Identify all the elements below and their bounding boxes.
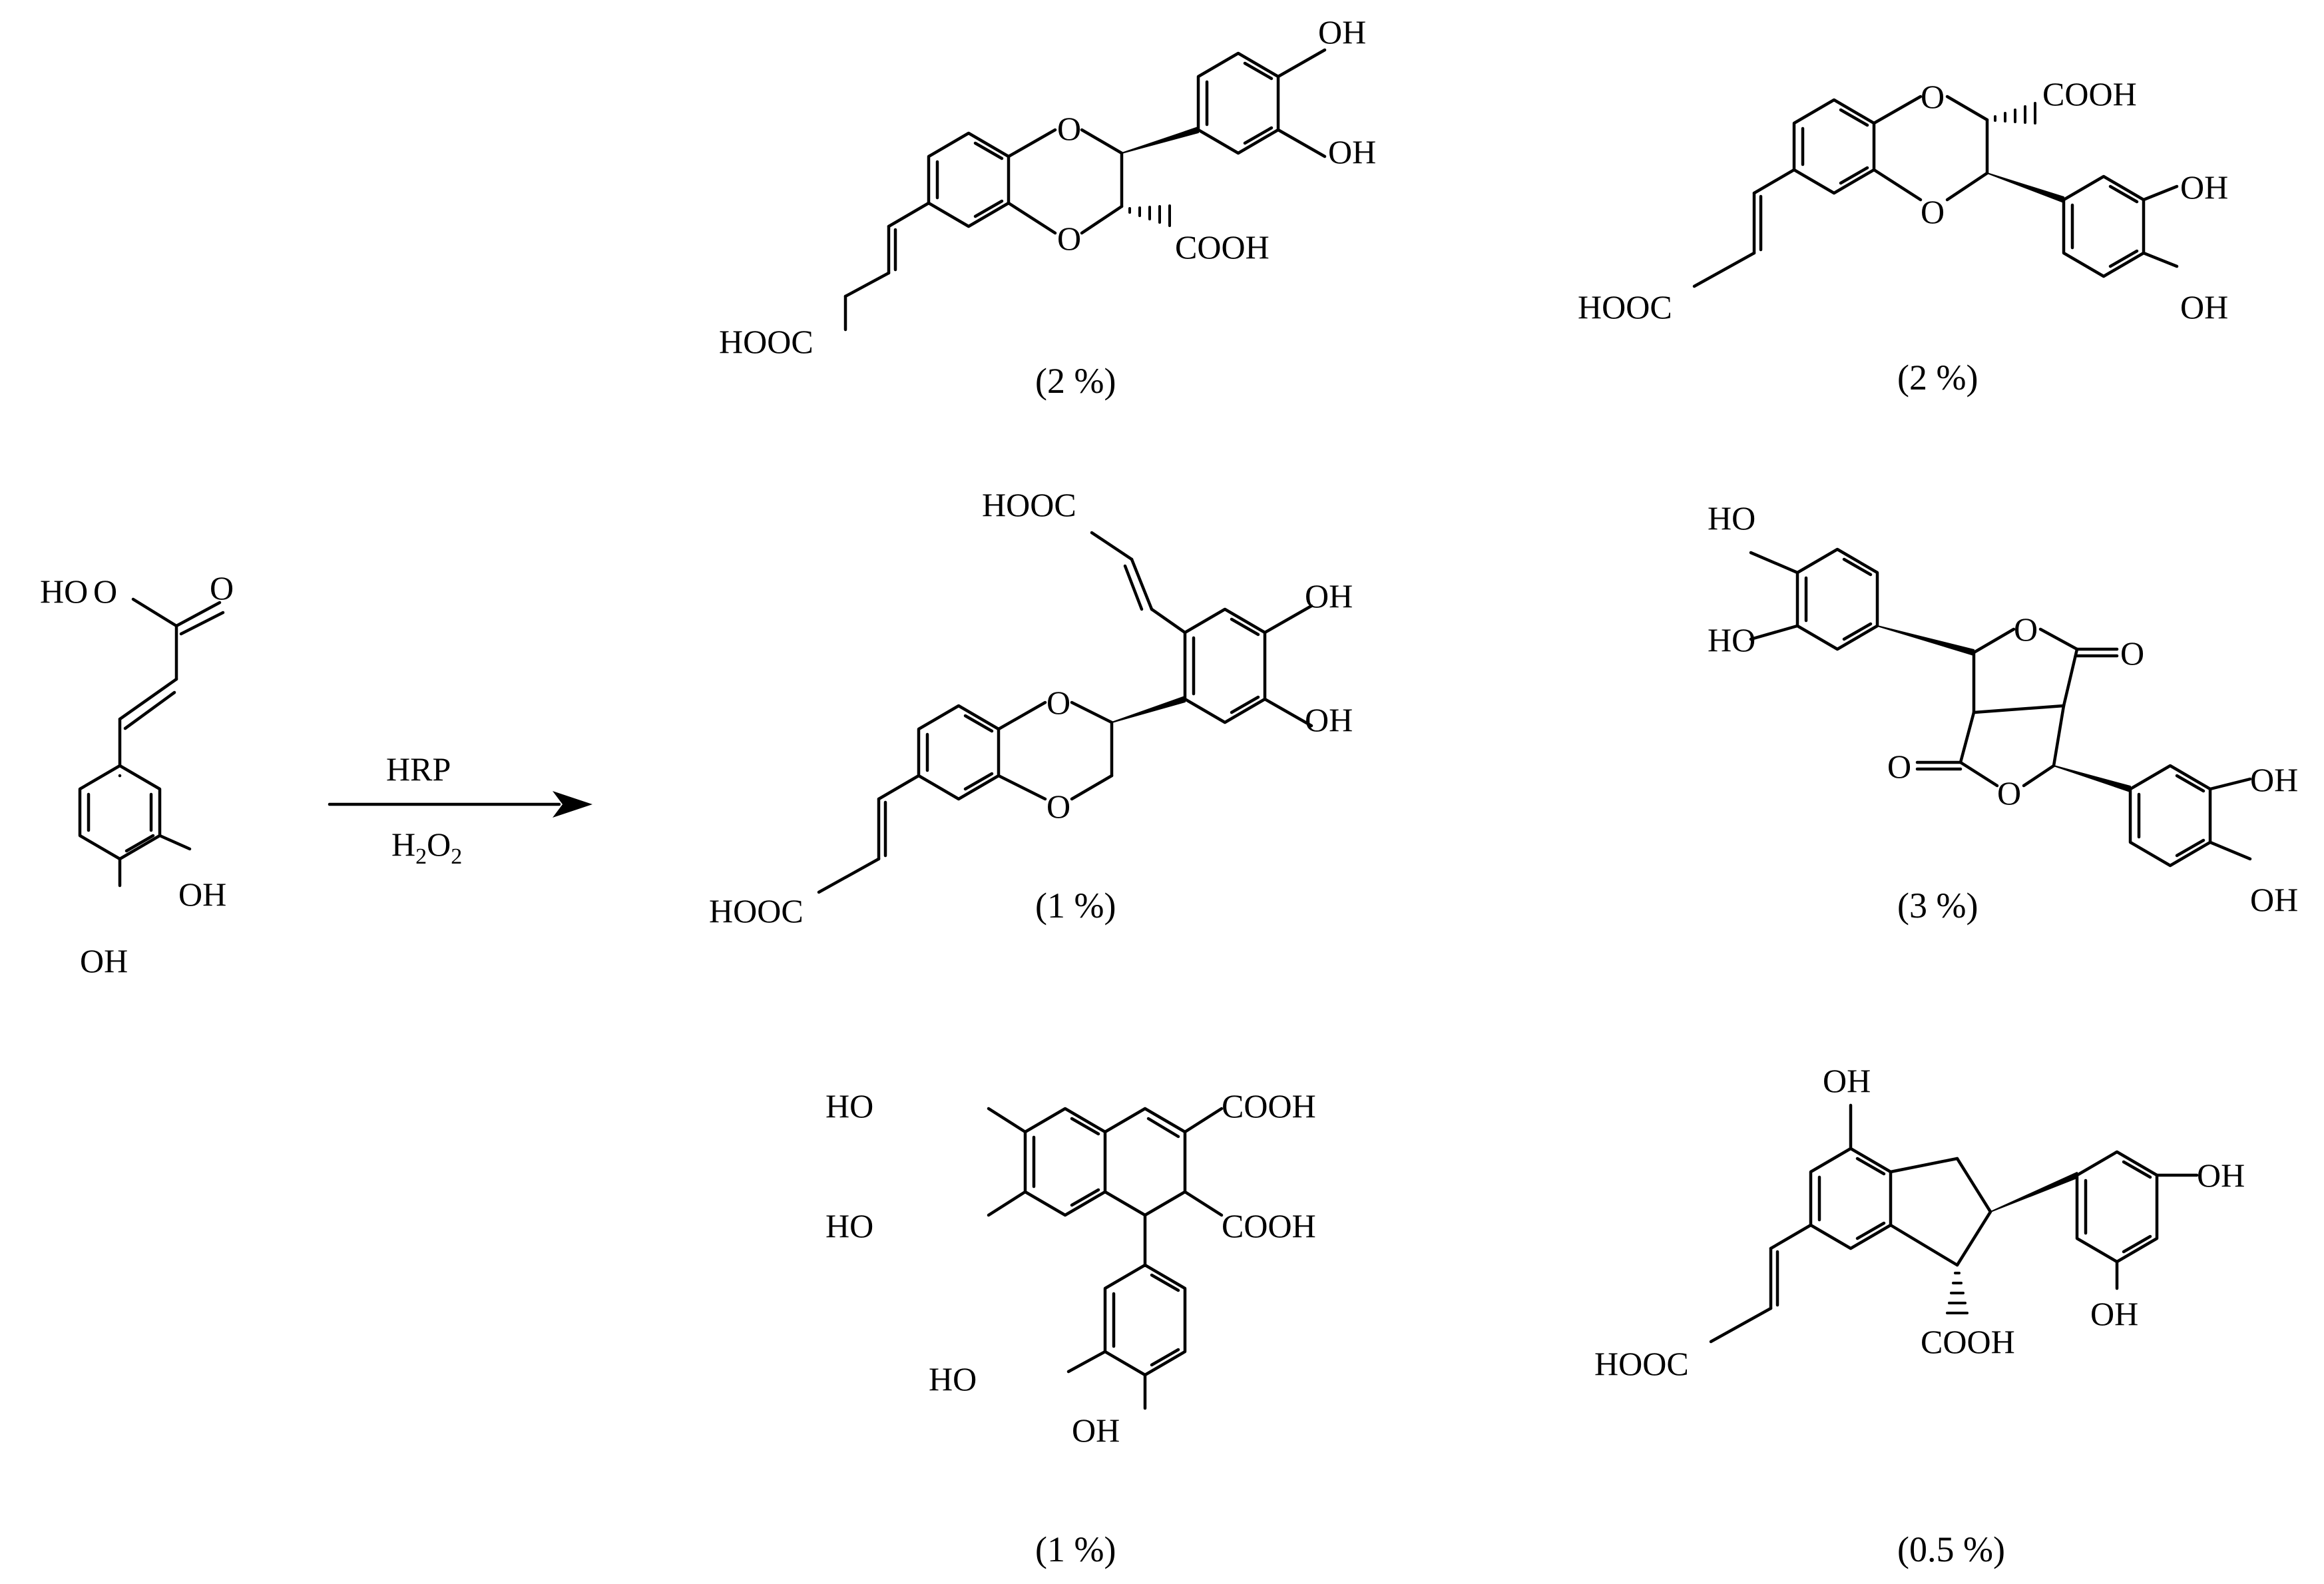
p2-hooc: HOOC [1578, 288, 1672, 326]
p3-yield: (1 %) [1035, 886, 1116, 925]
product-2: O O COOH HOOC OH OH (2 %) [1578, 75, 2228, 397]
sm-ho-label: HO [40, 573, 88, 610]
reagent-sub-1: 2 [415, 844, 427, 869]
reagent-o: O [427, 826, 451, 863]
p4-lactone-o-1: O [2014, 611, 2038, 648]
reagent-h: H [391, 826, 415, 863]
p4-ho-2: HO [1708, 621, 1755, 659]
p3-ring-o-top: O [1046, 684, 1070, 721]
p2-ring-o-bottom: O [1921, 193, 1945, 230]
p1-oh-1: OH [1318, 13, 1366, 51]
p4-ho-1: HO [1708, 499, 1755, 537]
sm-oh-label-para: OH [80, 942, 128, 979]
p3-ring-o-bottom: O [1046, 788, 1070, 825]
p5-cooh-2: COOH [1222, 1207, 1316, 1244]
p5-yield: (1 %) [1035, 1529, 1116, 1569]
p4-oh-2: OH [2250, 881, 2298, 918]
sm-carbonyl-o-label: O [210, 569, 234, 607]
p4-carbonyl-o-1: O [2120, 635, 2144, 672]
sm-o-label-acid: O [93, 573, 117, 610]
p2-ring-o-top: O [1921, 78, 1945, 115]
reaction-arrow: HRP H2O2 [328, 750, 592, 869]
p2-cooh: COOH [2042, 75, 2137, 113]
p4-lactone-o-2: O [1997, 774, 2021, 812]
reagent-sub-2: 2 [451, 844, 462, 869]
p6-cooh: COOH [1921, 1323, 2015, 1360]
p6-yield: (0.5 %) [1897, 1529, 2005, 1569]
p1-hooc: HOOC [719, 323, 813, 360]
reagent-hrp: HRP [386, 750, 451, 788]
p1-ring-o-bottom: O [1057, 220, 1081, 257]
sm-oh-label-meta: OH [178, 876, 226, 913]
product-6: OH COOH HOOC OH OH (0.5 %) [1594, 1062, 2245, 1569]
p6-oh-2: OH [2090, 1295, 2138, 1332]
product-1: O O COOH HOOC OH OH (2 %) [719, 13, 1376, 401]
sm-ring [78, 597, 225, 888]
p1-cooh: COOH [1175, 228, 1270, 266]
p2-oh-2: OH [2180, 288, 2228, 326]
p2-oh-1: OH [2180, 168, 2228, 206]
p4-yield: (3 %) [1897, 886, 1978, 925]
p3-oh-1: OH [1305, 577, 1353, 615]
p3-hooc-bottom: HOOC [709, 892, 804, 929]
p3-hooc-top: HOOC [982, 486, 1076, 523]
p4-oh-1: OH [2250, 761, 2298, 798]
p1-yield: (2 %) [1035, 361, 1116, 401]
reagent-h2o2: H2O2 [391, 826, 462, 869]
p5-ho-1: HO [825, 1087, 873, 1125]
p3-oh-2: OH [1305, 701, 1353, 738]
caffeic-acid: HO O O OH OH [40, 569, 234, 979]
p5-ho-3: HO [929, 1360, 977, 1398]
product-4: HO HO O O O O OH OH (3 %) [1708, 499, 2298, 925]
p2-yield: (2 %) [1897, 358, 1978, 397]
p6-hooc: HOOC [1594, 1345, 1689, 1382]
p1-oh-2: OH [1328, 133, 1376, 170]
p5-ho-2: HO [825, 1207, 873, 1244]
p6-oh-top: OH [1823, 1062, 1871, 1099]
p5-oh-4: OH [1072, 1412, 1120, 1449]
p1-ring-o-top: O [1057, 110, 1081, 147]
p6-oh-1: OH [2197, 1157, 2245, 1194]
product-5: COOH COOH HO HO HO OH (1 %) [825, 1087, 1316, 1569]
p5-cooh-1: COOH [1222, 1087, 1316, 1125]
p4-carbonyl-o-2: O [1887, 748, 1911, 785]
product-3: O O HOOC HOOC OH OH (1 %) [709, 486, 1353, 929]
